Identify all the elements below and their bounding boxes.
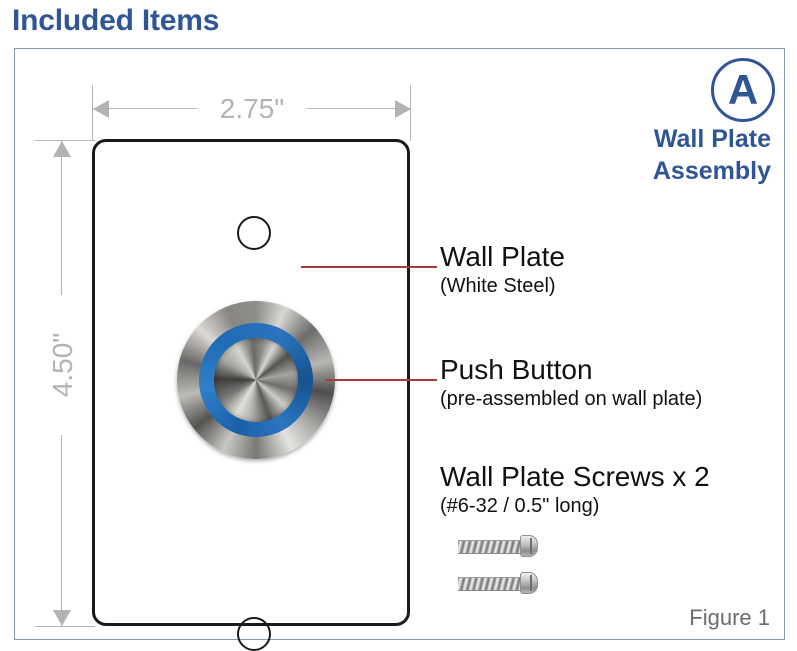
figure-caption: Figure 1 [689,605,770,630]
callout-wall-plate-title: Wall Plate [440,241,566,272]
screw-thread-shaft [458,540,522,554]
figure-frame: A Wall Plate Assembly 2.75" 4.50" Wall P… [14,48,785,651]
dimension-width-label: 2.75" [197,93,307,125]
screw-item [458,571,544,595]
page-title: Included Items [12,4,220,37]
assembly-badge-letter: A [727,66,759,113]
assembly-badge-circle: A [711,58,775,122]
dimension-arrow-right-icon [395,100,411,118]
callout-wall-plate: Wall Plate (White Steel) [440,240,565,299]
dimension-extension-bottom-left [35,626,95,627]
leader-line-push-button [326,379,437,381]
callout-screws-subtitle: (#6-32 / 0.5" long) [440,495,600,517]
callout-push-button-subtitle: (pre-assembled on wall plate) [440,388,703,410]
leader-line-wall-plate [301,266,437,268]
assembly-label-line2: Assembly [652,157,771,185]
callout-screws-title: Wall Plate Screws x 2 [440,461,710,492]
screws-graphic [458,534,568,614]
dimension-arrow-up-icon [53,141,71,157]
screw-item [458,534,544,558]
assembly-label: Wall Plate Assembly [451,123,771,187]
push-button-graphic [177,301,335,459]
screw-head-slot [530,538,532,554]
callout-wall-plate-subtitle: (White Steel) [440,275,556,297]
screw-head [520,535,538,557]
push-button-center-cap [214,338,298,422]
dimension-arrow-left-icon [93,100,109,118]
screw-head-slot [530,575,532,591]
dimension-extension-top-left [35,140,95,141]
assembly-label-line1: Wall Plate [653,125,771,153]
callout-push-button-title: Push Button [440,354,593,385]
dimension-arrow-down-icon [53,610,71,626]
dimension-extension-left-top [92,85,93,141]
callout-push-button: Push Button (pre-assembled on wall plate… [440,353,702,412]
dimension-height-label: 4.50" [47,295,79,435]
screw-thread-shaft [458,577,522,591]
screw-head [520,572,538,594]
mounting-hole-top [237,216,271,250]
mounting-hole-bottom [237,617,271,651]
callout-wall-plate-screws: Wall Plate Screws x 2 (#6-32 / 0.5" long… [440,460,710,519]
